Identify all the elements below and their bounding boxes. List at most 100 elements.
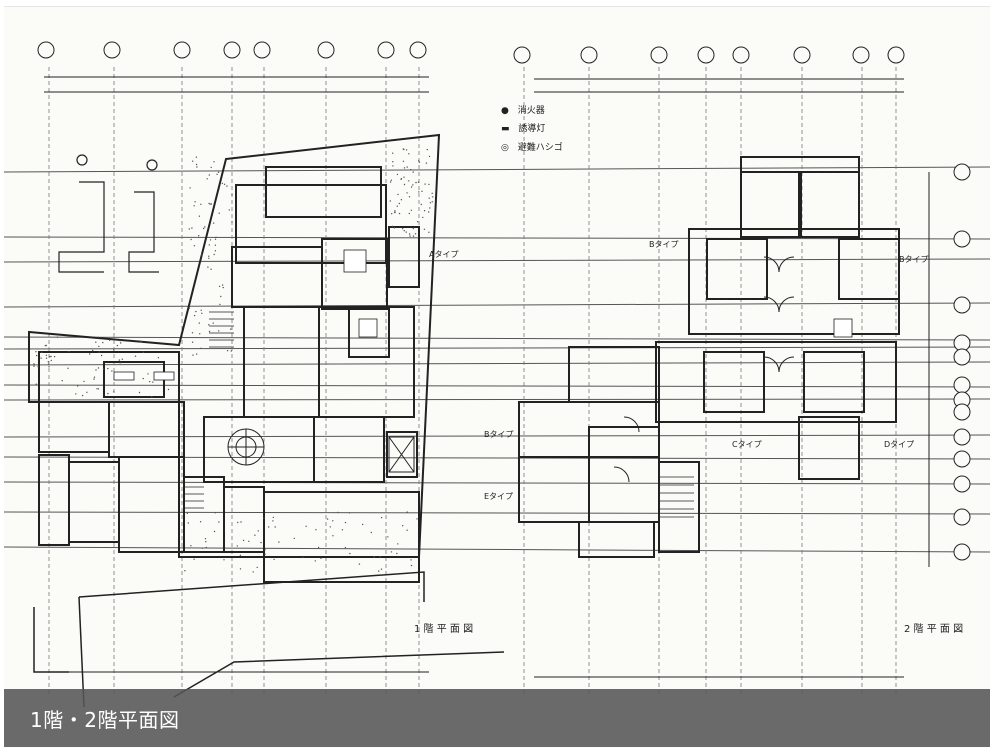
stipple-dot [188,228,190,230]
stipple-dot [212,222,215,224]
stipple-dot [230,328,232,330]
stipple-dot [257,530,259,532]
stipple-dot [214,512,217,514]
legend-item-2: ◎ 避難ハシゴ [501,141,563,153]
stipple-dot [193,245,196,247]
stipple-dot [213,253,215,256]
stipple-dot [378,570,380,572]
stipple-dot [35,383,37,385]
stipple-dot [264,549,266,551]
stipple-dot [412,184,414,186]
stipple-dot [194,201,196,203]
stipple-dot [210,268,212,270]
stipple-dot [220,295,222,298]
stipple-dot [206,178,208,180]
stipple-dot [231,221,233,223]
stipple-dot [397,543,399,545]
dimension-lines [44,76,930,678]
stipple-dot [140,341,142,343]
stipple-dot [329,526,331,528]
stipple-dot [429,202,432,204]
stipple-dot [231,194,233,196]
stipple-dot [337,511,339,514]
stipple-dot [410,168,412,171]
stipple-dot [400,178,403,180]
stipple-dot [214,250,217,252]
stipple-dot [33,365,35,367]
stipple-dot [219,303,221,306]
stipple-dot [223,559,225,561]
stipple-dot [77,385,79,387]
stipple-dot [420,203,422,206]
stipple-dot [191,341,194,343]
stipple-dot [218,187,220,190]
stipple-dot [202,227,205,230]
stipple-dot [93,378,95,380]
stipple-dot [428,211,430,213]
stipple-dot [418,161,421,163]
stipple-dot [200,203,202,205]
stipple-dot [408,212,410,215]
stipple-dot [263,517,265,519]
stipple-dot [237,521,239,524]
stipple-dot [98,351,100,353]
stipple-dot [391,225,394,227]
stipple-dot [239,568,242,570]
stipple-dot [272,516,274,519]
floor1-outline [28,133,441,583]
stipple-dot [207,266,209,268]
stipple-dot [190,238,192,241]
stipple-dot [95,341,97,343]
stipple-dot [216,173,218,175]
stipple-dot [208,255,210,257]
stipple-dot [198,215,201,217]
stipple-dot [218,285,221,288]
stipple-dot [97,367,100,369]
stipple-dot [254,534,256,536]
stipple-dot [53,356,56,358]
stipple-dot [431,201,433,203]
stipple-dot [429,207,431,209]
stipple-dot [402,228,404,230]
legend-item-1: ▬ 誘導灯 [501,122,545,134]
stipple-dot [422,216,424,219]
stipple-dot [370,531,372,534]
stipple-dot [417,181,420,183]
stipple-dot [196,353,198,355]
stipple-dot [119,362,121,364]
stipple-dot [314,560,316,562]
axis-bubbles-top-left [37,41,427,59]
stipple-dot [226,185,228,187]
stipple-dot [362,523,364,526]
stipple-dot [392,161,394,163]
stipple-dot [200,254,203,256]
caption-bar: 1階・2階平面図 [4,689,990,747]
stipple-dot [75,393,77,395]
spiral-stair [227,428,265,466]
stipple-dot [242,539,245,542]
stipple-dot [47,361,49,363]
stipple-dot [373,556,375,558]
stipple-dot [107,392,109,395]
stipple-dot [408,233,411,235]
stipple-dot [102,341,104,344]
stipple-dot [394,210,396,212]
stipple-dot [204,226,206,228]
stipple-dot [418,191,420,193]
stipple-dot [387,536,389,538]
stipple-texture [33,148,434,573]
stipple-dot [199,333,201,335]
stipple-dot [428,183,430,186]
stipple-dot [147,373,149,375]
stipple-dot [119,340,121,342]
floor1-title: 1 階 平 面 図 [414,623,473,635]
stipple-dot [221,284,224,286]
stipple-dot [214,244,217,246]
stipple-dot [268,526,270,528]
stipple-dot [341,529,344,531]
stipple-dot [391,213,393,215]
stipple-dot [50,359,52,362]
stipple-dot [209,239,212,241]
unit-label-b2: Bタイプ [899,255,929,264]
stipple-dot [44,344,47,347]
